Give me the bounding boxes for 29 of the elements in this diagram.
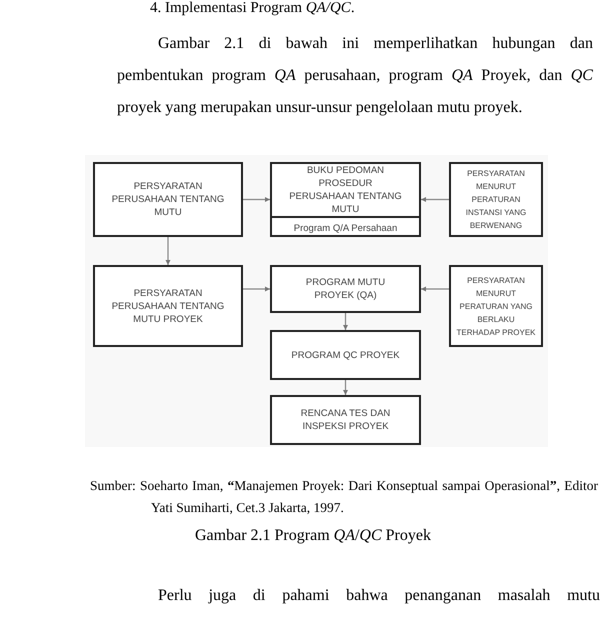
- section-heading: 4. Implementasi Program QA/QC.: [150, 0, 355, 17]
- arrow: [421, 197, 449, 202]
- process-box: [449, 265, 543, 347]
- box-title: PERSYARATAN PERUSAHAAN TENTANG MUTU: [110, 180, 226, 220]
- process-box: [270, 395, 421, 445]
- box-subtitle: Program Q/A Persahaan: [272, 216, 419, 240]
- process-box: [93, 265, 243, 347]
- figure-caption: Gambar 2.1 Program QA/QC Proyek: [195, 526, 431, 546]
- arrow: [166, 237, 170, 265]
- process-box: [93, 162, 243, 237]
- box-title: PERSYARATAN MENURUT PERATURAN YANG BERLAKU TERHADAP PROYEK: [456, 274, 536, 338]
- arrow: [243, 286, 270, 292]
- box-title: PERSYARATAN MENURUT PERATURAN INSTANSI YANG BERWENANG: [464, 168, 528, 232]
- process-box: [270, 162, 421, 237]
- process-box: [449, 162, 543, 237]
- box-title: BUKU PEDOMAN PROSEDUR PERUSAHAAN TENTANG MUTU: [288, 164, 403, 216]
- source-note: Sumber: Soeharto Iman, “Manajemen Proyek: Dari Konseptual sampai Operasional”, Editor Yati Sumiharti, Cet.3 Jakarta, 1997.: [90, 477, 598, 517]
- process-box: [270, 330, 421, 380]
- arrow: [421, 286, 449, 292]
- box-title: PERSYARATAN PERUSAHAAN TENTANG MUTU PROYEK: [110, 286, 226, 326]
- paragraph: Perlu juga di pahami bahwa penanganan masalah mutu: [158, 586, 600, 606]
- arrow: [343, 380, 348, 395]
- process-box: [270, 265, 421, 313]
- box-title: PROGRAM QC PROYEK: [290, 348, 401, 362]
- arrow: [243, 197, 270, 202]
- arrow: [343, 313, 348, 330]
- box-title: RENCANA TES DAN INSPEKSI PROYEK: [300, 407, 392, 434]
- paragraph: Gambar 2.1 di bawah ini memperlihatkan hubungan dan pembentukan program QA perusahaan, program QA Proyek, dan QC proyek yang merupakan unsur-unsur pengelolaan mutu proyek.: [117, 34, 593, 118]
- box-title: PROGRAM MUTU PROYEK (QA): [304, 276, 386, 303]
